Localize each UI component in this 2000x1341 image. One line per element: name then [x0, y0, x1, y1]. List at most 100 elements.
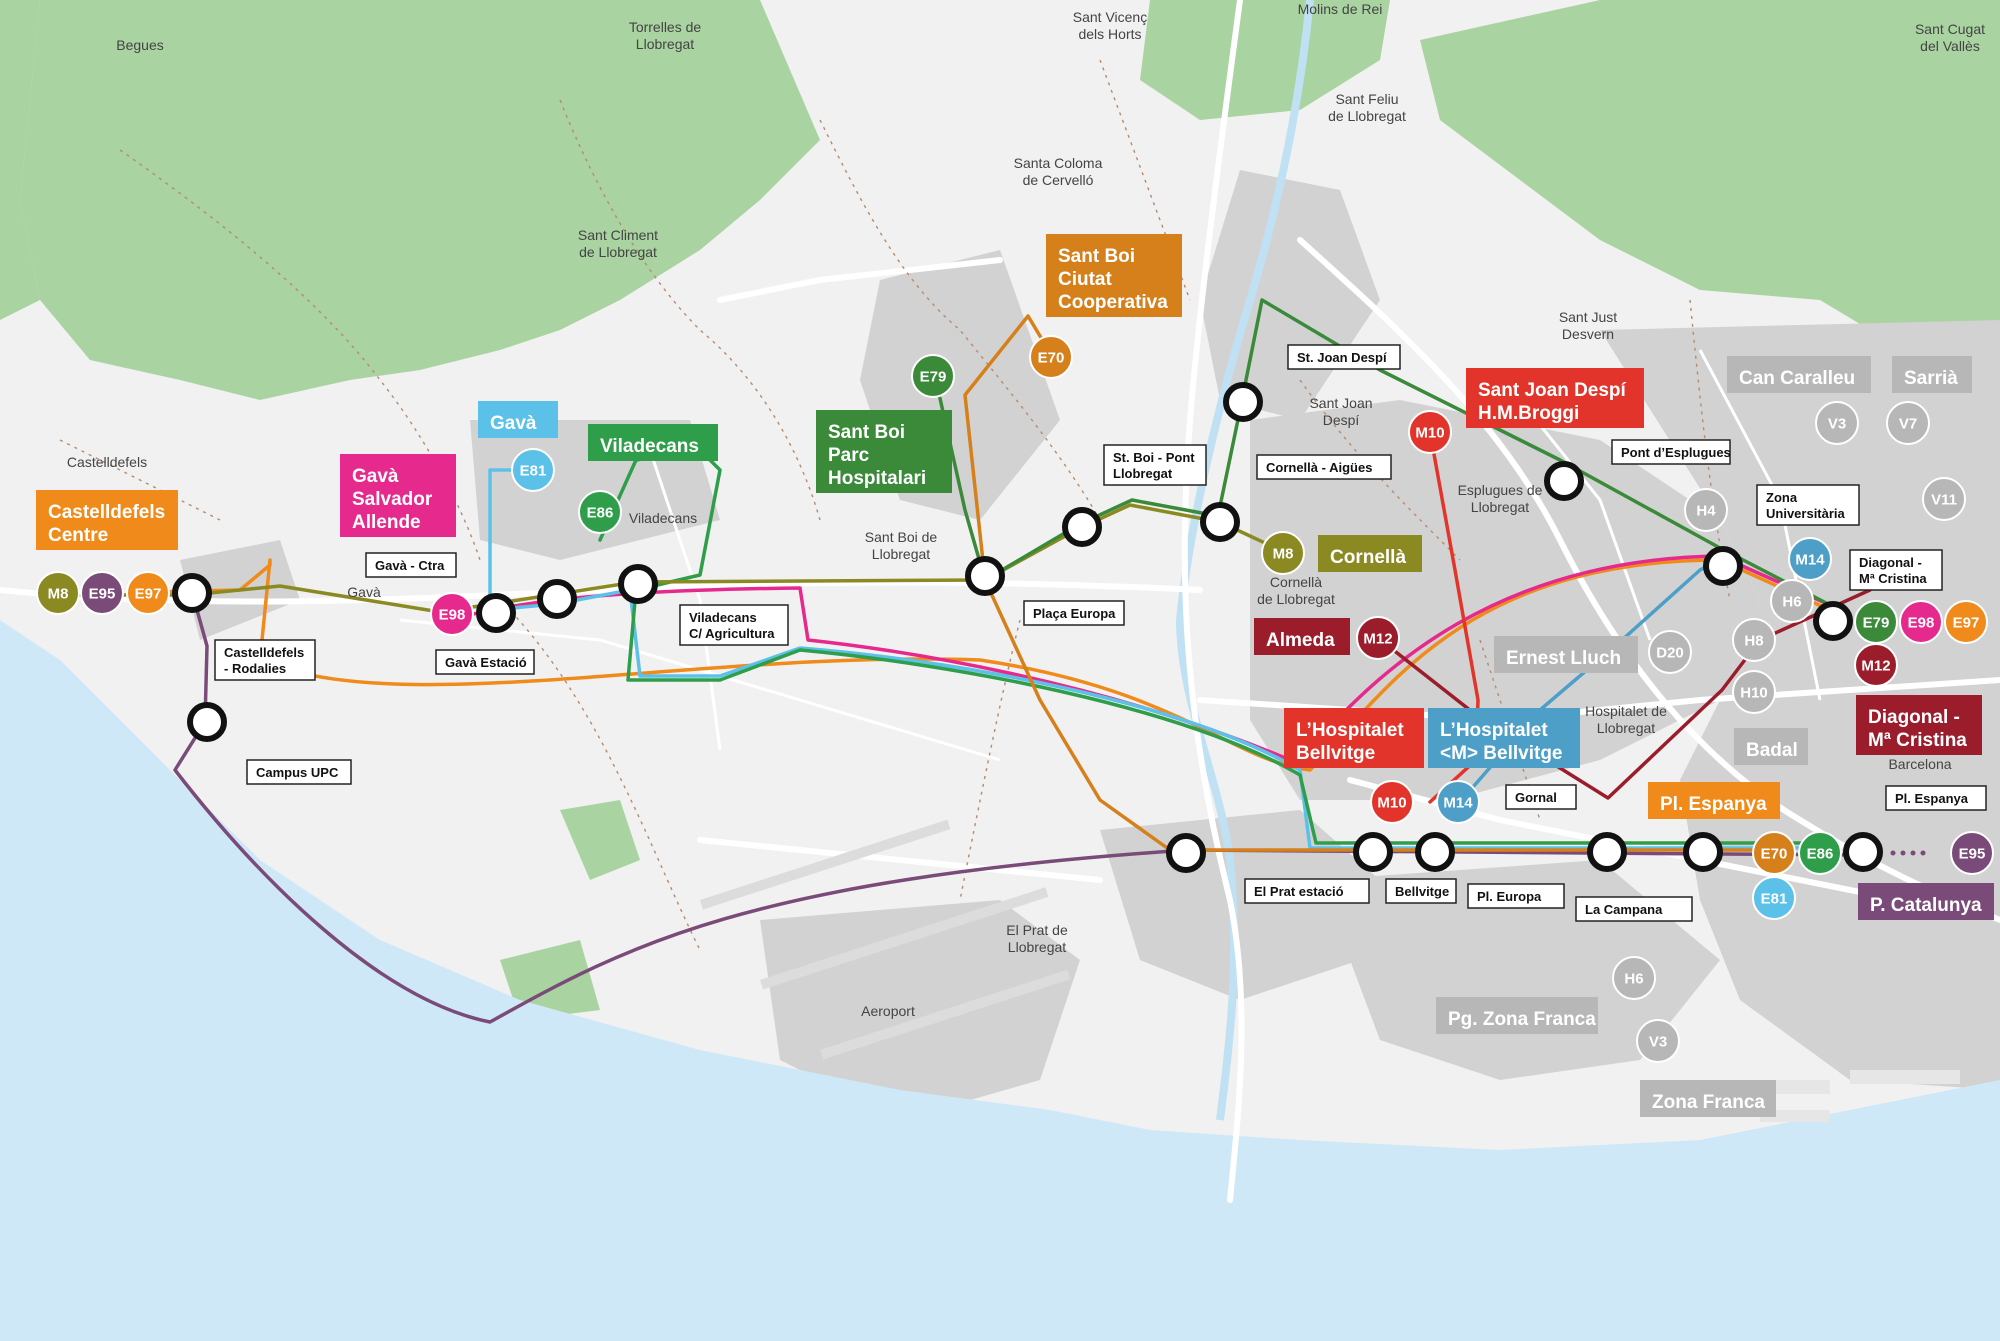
- badge-v3: V3: [1815, 401, 1859, 445]
- svg-text:Badal: Badal: [1746, 740, 1798, 761]
- bus-lines: [58, 298, 1872, 1024]
- badge-m14: M14: [1788, 537, 1832, 581]
- svg-text:E81: E81: [520, 463, 547, 480]
- stop-gava-estacio[interactable]: [537, 579, 577, 619]
- stop-label-gav-ctra: Gavà - Ctra: [365, 552, 457, 578]
- svg-text:Bellvitge: Bellvitge: [1395, 884, 1449, 899]
- stop-castelldefels-rodalies[interactable]: [172, 573, 212, 613]
- badge-v3: V3: [1636, 1019, 1680, 1063]
- place-barcelona: Barcelona: [1888, 756, 1951, 772]
- badge-e70: E70: [1029, 335, 1073, 379]
- svg-text:H10: H10: [1740, 685, 1768, 702]
- svg-text:Campus UPC: Campus UPC: [256, 765, 339, 780]
- svg-text:Gornal: Gornal: [1515, 790, 1557, 805]
- place-gav: Gavà: [347, 584, 381, 600]
- svg-text:M14: M14: [1443, 795, 1473, 812]
- badge-h8: H8: [1732, 618, 1776, 662]
- stop-pl-europa[interactable]: [1587, 832, 1627, 872]
- stop-label-pla-a-europa: Plaça Europa: [1023, 600, 1125, 626]
- badge-e79: E79: [911, 354, 955, 398]
- badge-e81: E81: [511, 448, 555, 492]
- badge-v7: V7: [1886, 401, 1930, 445]
- hub-l-hospitalet-m-bellvitge: L’Hospitalet<M> Bellvitge: [1428, 708, 1580, 768]
- stop-st-boi-pont[interactable]: [1062, 507, 1102, 547]
- stop-gava-ctra[interactable]: [476, 593, 516, 633]
- stop-label-el-prat-estaci: El Prat estació: [1244, 878, 1370, 904]
- stop-st-joan-despi[interactable]: [1223, 382, 1263, 422]
- stop-pont-esplugues[interactable]: [1544, 461, 1584, 501]
- line-e81: [488, 468, 1802, 850]
- svg-text:M14: M14: [1795, 552, 1825, 569]
- line-e97: [148, 558, 1832, 772]
- green-area-park-2: [500, 940, 600, 1020]
- badge-h6: H6: [1770, 579, 1814, 623]
- stop-cornella-aigues[interactable]: [1200, 502, 1240, 542]
- hub-p-catalunya: P. Catalunya: [1858, 883, 1994, 920]
- badge-e97: E97: [1944, 600, 1988, 644]
- badge-m10: M10: [1370, 780, 1414, 824]
- stop-pl-espanya[interactable]: [1843, 832, 1883, 872]
- stop-la-campana[interactable]: [1683, 832, 1723, 872]
- svg-text:V3: V3: [1828, 416, 1846, 433]
- svg-text:E79: E79: [920, 369, 947, 386]
- svg-text:H6: H6: [1782, 594, 1801, 611]
- line-e95: [173, 590, 1862, 1024]
- svg-text:Viladecans: Viladecans: [600, 436, 699, 457]
- svg-text:Can Caralleu: Can Caralleu: [1739, 368, 1855, 389]
- badge-e79: E79: [1854, 600, 1898, 644]
- svg-text:E98: E98: [439, 607, 466, 624]
- stop-placa-europa[interactable]: [965, 556, 1005, 596]
- place-begues: Begues: [116, 37, 163, 53]
- line-e98: [448, 554, 1832, 762]
- stop-campus-upc[interactable]: [187, 702, 227, 742]
- svg-text:E97: E97: [1953, 615, 1980, 632]
- svg-text:M8: M8: [48, 586, 69, 603]
- svg-text:H8: H8: [1744, 633, 1763, 650]
- svg-text:H4: H4: [1696, 503, 1716, 520]
- stop-label-pont-d-esplugues: Pont d’Esplugues: [1611, 439, 1731, 465]
- hub-zona-franca: Zona Franca: [1640, 1080, 1776, 1117]
- line-m8: [58, 503, 1282, 614]
- badge-h4: H4: [1684, 488, 1728, 532]
- stop-diagonal-cristina[interactable]: [1813, 601, 1853, 641]
- badge-e98: E98: [430, 592, 474, 636]
- airport-runways: [700, 819, 1071, 1060]
- place-aeroport: Aeroport: [861, 1003, 915, 1019]
- place-viladecans: Viladecans: [629, 510, 697, 526]
- svg-text:E97: E97: [135, 586, 162, 603]
- svg-text:E79: E79: [1863, 615, 1890, 632]
- svg-text:E86: E86: [1807, 846, 1834, 863]
- stop-label-campus-upc: Campus UPC: [246, 759, 352, 785]
- svg-text:E98: E98: [1908, 615, 1935, 632]
- stop-zona-universitaria[interactable]: [1703, 546, 1743, 586]
- stop-gornal[interactable]: [1415, 832, 1455, 872]
- svg-text:Gavà: Gavà: [490, 413, 537, 434]
- stop-label-gav-estaci: Gavà Estació: [435, 649, 535, 675]
- stop-bellvitge[interactable]: [1353, 832, 1393, 872]
- stop-label-cornell-aig-es: Cornellà - Aigües: [1256, 454, 1392, 480]
- badge-m8: M8: [1261, 531, 1305, 575]
- badge-m12: M12: [1356, 616, 1400, 660]
- svg-text:V7: V7: [1899, 416, 1917, 433]
- stop-el-prat-estacio[interactable]: [1166, 833, 1206, 873]
- badge-h6: H6: [1612, 956, 1656, 1000]
- svg-text:La Campana: La Campana: [1585, 902, 1663, 917]
- badge-m12: M12: [1854, 643, 1898, 687]
- svg-text:Pl. Europa: Pl. Europa: [1477, 889, 1542, 904]
- stop-viladecans-agricultura[interactable]: [618, 564, 658, 604]
- hub-gav: Gavà: [478, 401, 558, 438]
- green-area-west: [0, 0, 40, 320]
- svg-text:E95: E95: [1959, 846, 1986, 863]
